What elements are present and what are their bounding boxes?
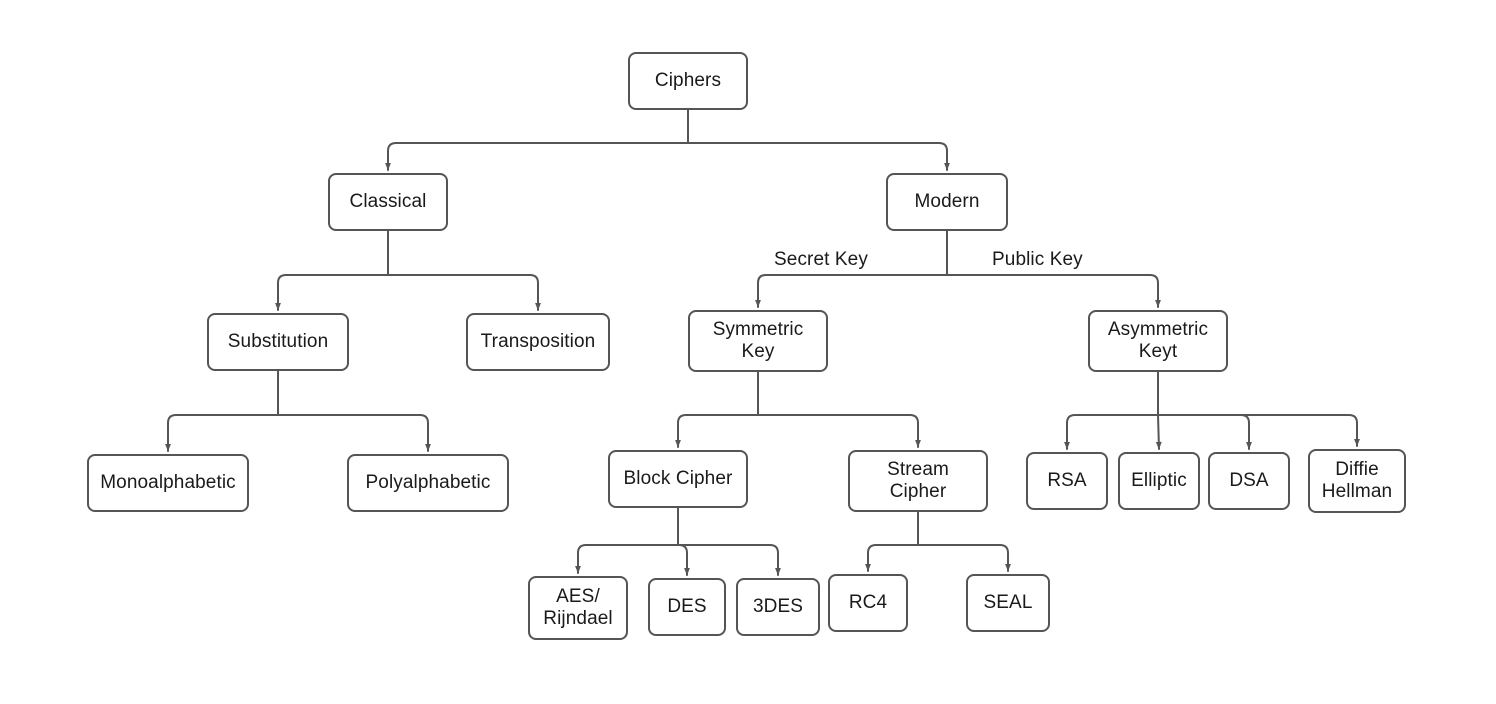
edge-path [677, 544, 781, 576]
edge-path [1157, 414, 1252, 450]
node-rc4[interactable]: RC4 [828, 574, 908, 632]
node-dsa[interactable]: DSA [1208, 452, 1290, 510]
node-block-cipher[interactable]: Block Cipher [608, 450, 748, 508]
edge-path [1063, 414, 1159, 450]
edge-path [277, 414, 431, 452]
node-aes-rijndael[interactable]: AES/ Rijndael [528, 576, 628, 640]
edge-path [864, 544, 919, 572]
node-3des[interactable]: 3DES [736, 578, 820, 636]
node-rsa[interactable]: RSA [1026, 452, 1108, 510]
edge-path [754, 274, 948, 308]
edge-path [574, 544, 679, 574]
node-seal[interactable]: SEAL [966, 574, 1050, 632]
edge-label-public-key: Public Key [992, 249, 1083, 270]
edge-path [387, 274, 541, 311]
edge-path [687, 142, 950, 171]
node-classical[interactable]: Classical [328, 173, 448, 231]
edge-path [757, 414, 921, 448]
edge-path [1155, 414, 1162, 450]
node-ciphers[interactable]: Ciphers [628, 52, 748, 110]
node-elliptic[interactable]: Elliptic [1118, 452, 1200, 510]
node-substitution[interactable]: Substitution [207, 313, 349, 371]
node-asymmetric-key[interactable]: Asymmetric Keyt [1088, 310, 1228, 372]
edge-paths [164, 109, 1360, 576]
node-des[interactable]: DES [648, 578, 726, 636]
edge-path [917, 544, 1011, 572]
node-modern[interactable]: Modern [886, 173, 1008, 231]
edge-label-secret-key: Secret Key [774, 249, 868, 270]
edge-path [674, 414, 759, 448]
edge-path [946, 274, 1161, 308]
edge-path [677, 544, 690, 576]
node-symmetric-key[interactable]: Symmetric Key [688, 310, 828, 372]
edge-path [274, 274, 389, 311]
edge-path [164, 414, 279, 452]
node-stream-cipher[interactable]: Stream Cipher [848, 450, 988, 512]
node-monoalphabetic[interactable]: Monoalphabetic [87, 454, 249, 512]
edge-path [384, 142, 689, 171]
node-diffie-hellman[interactable]: Diffie Hellman [1308, 449, 1406, 513]
edge-path [1157, 414, 1360, 447]
node-polyalphabetic[interactable]: Polyalphabetic [347, 454, 509, 512]
node-transposition[interactable]: Transposition [466, 313, 610, 371]
